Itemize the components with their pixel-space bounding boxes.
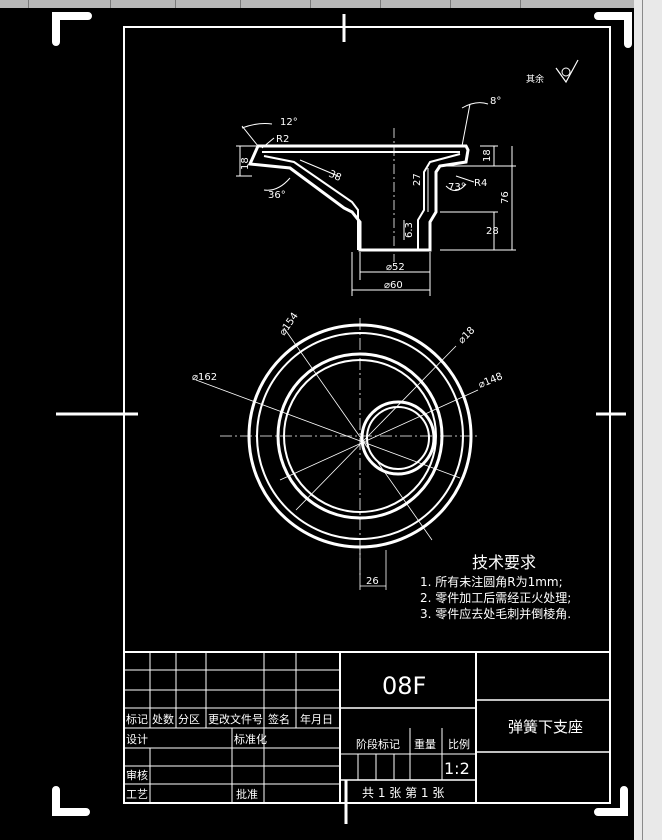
tb-scale: 1:2 [444, 759, 470, 778]
dim-6-3: 6.3 [404, 222, 415, 238]
dim-28: 28 [486, 226, 499, 237]
dim-18-left: 18 [240, 157, 251, 170]
dim-76: 76 [500, 191, 511, 204]
dim-r4: R4 [474, 178, 487, 189]
tb-standardize: 标准化 [234, 732, 267, 746]
technical-requirements: 技术要求 1. 所有未注圆角R为1mm; 2. 零件加工后需经正火处理; 3. … [420, 553, 571, 621]
tb-approve: 批准 [236, 787, 258, 801]
tech-title: 技术要求 [472, 553, 536, 572]
tb-review: 审核 [126, 768, 148, 782]
dim-dia-18: ⌀18 [456, 325, 477, 346]
title-block [123, 651, 611, 804]
vertical-scrollbar[interactable] [634, 0, 662, 840]
dim-dia-52: ⌀52 [386, 262, 405, 273]
tb-signature: 签名 [268, 712, 290, 726]
dim-angle-36: 36° [268, 190, 286, 201]
tb-scale-label: 比例 [448, 737, 470, 751]
dim-angle-73: 73° [448, 182, 466, 193]
dim-angle-12: 12° [280, 117, 298, 128]
drawing-border [123, 26, 611, 804]
dim-26: 26 [366, 576, 379, 587]
part-name: 弹簧下支座 [508, 718, 583, 736]
corner-marks [52, 12, 632, 816]
tb-mark: 标记 [126, 712, 148, 726]
tech-item: 3. 零件应去处毛刺并倒棱角. [420, 606, 571, 621]
tech-item: 2. 零件加工后需经正火处理; [420, 591, 571, 605]
tb-count: 处数 [152, 713, 174, 726]
top-view [195, 318, 480, 590]
dim-angle-8: 8° [490, 96, 501, 107]
dim-dia-162: ⌀162 [192, 372, 217, 383]
surface-finish-symbol [555, 59, 579, 84]
tb-date: 年月日 [300, 712, 333, 726]
tech-item: 1. 所有未注圆角R为1mm; [420, 574, 563, 589]
dim-18-right: 18 [482, 149, 493, 162]
tb-zone: 分区 [178, 713, 200, 726]
dim-dia-154: ⌀154 [277, 311, 300, 338]
dim-r2: R2 [276, 134, 289, 145]
tb-change-doc: 更改文件号 [208, 712, 263, 726]
dim-dia-148: ⌀148 [477, 371, 504, 391]
dim-27: 27 [412, 173, 423, 186]
section-view [236, 102, 516, 296]
tb-process: 工艺 [126, 788, 148, 801]
tb-sheets: 共 1 张 第 1 张 [362, 786, 444, 800]
surface-note: 其余 [526, 73, 544, 85]
dim-38: 38 [327, 169, 343, 184]
tb-weight: 重量 [414, 737, 436, 751]
tb-design: 设计 [126, 733, 148, 746]
tb-stage-mark: 阶段标记 [356, 737, 400, 751]
window-top-bar [0, 0, 662, 8]
material-label: 08F [382, 672, 426, 700]
dim-dia-60: ⌀60 [384, 280, 403, 291]
